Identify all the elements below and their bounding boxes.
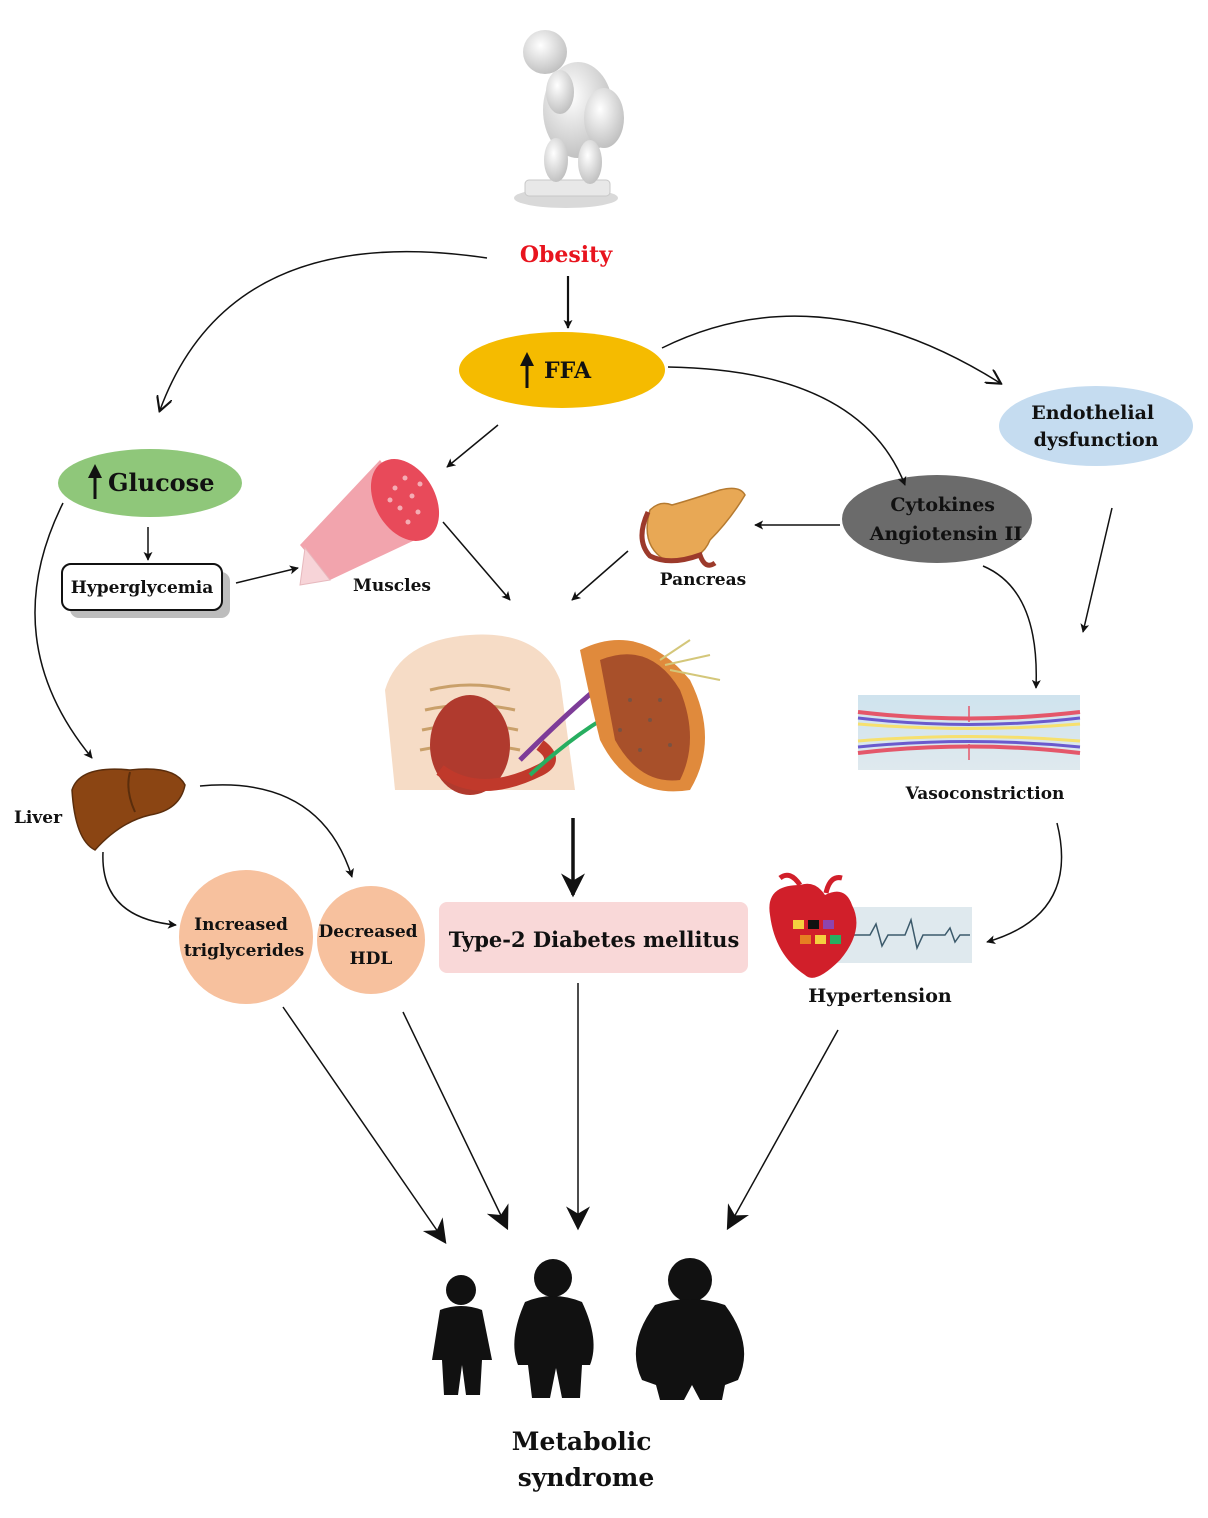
three-body-silhouettes-icon (432, 1258, 745, 1400)
metabolic-line-2: syndrome (518, 1463, 654, 1492)
arrow-triglycerides-metabolic (282, 1006, 447, 1244)
increased-triglycerides-node: Increased triglycerides (179, 870, 313, 1004)
svg-text:Metabolic syndrome: Metabolic syndrome (512, 1427, 660, 1492)
arrow-muscles-anatomy (442, 521, 511, 601)
arrow-ffa-cytokines (667, 366, 907, 486)
liver-label: Liver (14, 808, 63, 828)
muscle-fiber-icon (299, 459, 440, 586)
arrow-glucose-liver (34, 502, 93, 759)
glucose-label: Glucose (108, 468, 214, 497)
endothelial-dysfunction-node: Endothelial dysfunction (999, 386, 1193, 466)
arrow-cytokines-vasoconstriction (982, 565, 1041, 689)
constricted-vessel-icon (857, 695, 1081, 770)
cytokines-line-2: Angiotensin II (869, 523, 1023, 545)
svg-text:Cytokines Angiotensin II: Cytokines Angiotensin II (869, 494, 1023, 545)
svg-text:Endothelial dysfunction: Endothelial dysfunction (1031, 402, 1161, 451)
decreased-hdl-node: Decreased HDL (317, 886, 425, 994)
hyperglycemia-box: Hyperglycemia (61, 563, 230, 618)
connector-arrows (34, 251, 1113, 1244)
liver-organ-icon (71, 768, 186, 851)
arrow-obesity-glucose (160, 251, 488, 410)
hdl-line-1: Decreased (319, 922, 418, 942)
svg-text:Increased triglycerides: Increased triglycerides (184, 915, 304, 961)
metabolic-line-1: Metabolic (512, 1427, 652, 1456)
cytokines-angiotensin-node: Cytokines Angiotensin II (842, 475, 1032, 563)
triglycerides-line-2: triglycerides (184, 941, 304, 961)
arrow-ffa-endothelial (661, 315, 1000, 383)
arrow-hdl-metabolic (402, 1011, 509, 1231)
ffa-node: FFA (459, 332, 665, 408)
torso-anatomy-illustration (385, 634, 721, 795)
arrow-hypertension-metabolic (726, 1029, 839, 1231)
pancreas-label: Pancreas (660, 570, 746, 590)
hdl-line-2: HDL (350, 949, 393, 969)
diabetes-label: Type-2 Diabetes mellitus (449, 927, 740, 952)
up-arrow-icon (88, 464, 102, 499)
obesity-label: Obesity (520, 242, 613, 268)
up-arrow-icon (520, 352, 534, 388)
endothelial-line-1: Endothelial (1031, 402, 1154, 424)
heart-with-ecg-icon (769, 872, 972, 978)
cytokines-line-1: Cytokines (890, 494, 995, 516)
svg-text:Decreased HDL: Decreased HDL (319, 922, 424, 969)
arrow-endothelial-vasoconstriction (1080, 507, 1113, 633)
vasoconstriction-label: Vasoconstriction (905, 784, 1065, 804)
triglycerides-line-1: Increased (194, 915, 288, 935)
glucose-node: Glucose (58, 449, 242, 517)
pancreas-organ-icon (639, 487, 746, 568)
arrow-ffa-muscles (446, 424, 499, 468)
arrow-liver-hdl (199, 784, 354, 878)
endothelial-line-2: dysfunction (1034, 429, 1159, 451)
obesity-figure-icon (514, 30, 624, 208)
hyperglycemia-label: Hyperglycemia (71, 578, 213, 598)
muscles-label: Muscles (353, 576, 431, 596)
arrow-hyperglycemia-muscles (235, 565, 299, 584)
ffa-label: FFA (544, 358, 592, 384)
arrow-pancreas-anatomy (571, 550, 629, 601)
hypertension-label: Hypertension (808, 985, 952, 1007)
type2-diabetes-node: Type-2 Diabetes mellitus (439, 902, 748, 973)
arrow-liver-triglycerides (102, 851, 177, 929)
arrow-vasoconstriction-hypertension (986, 822, 1063, 945)
